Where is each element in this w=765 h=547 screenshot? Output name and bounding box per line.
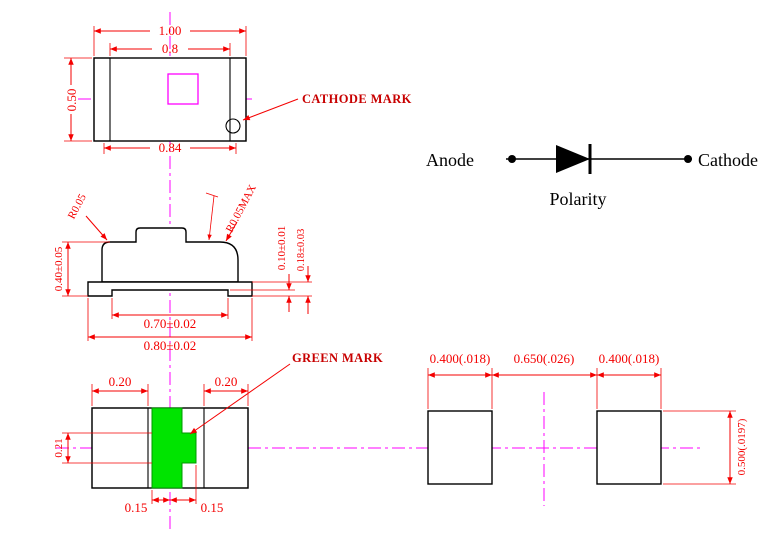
pad-layout: 0.400(.018) 0.650(.026) 0.400(.018) 0.50… [427, 351, 748, 485]
dim-label-side-total-width: 0.80±0.02 [144, 338, 197, 353]
dim-top-bottom-width: 0.84 [103, 140, 237, 155]
dim-side-height: 0.40±0.05 [53, 241, 110, 297]
dim-label-radius-right: R0.05MAX [224, 183, 259, 235]
dim-radius-left: R0.05 [66, 192, 108, 241]
green-mark-callout: GREEN MARK [189, 351, 383, 435]
step-height-mark [205, 192, 219, 241]
dim-label-standoff: 0.18±0.03 [296, 229, 307, 272]
polarity-diagram: Anode Cathode Polarity [426, 144, 758, 209]
dim-label-side-height: 0.40±0.05 [53, 246, 65, 291]
package-body-top [93, 57, 247, 142]
dim-label-pad-right: 0.20 [215, 374, 238, 389]
green-mark-shape [151, 407, 197, 489]
dim-label-top-bottom-width: 0.84 [159, 140, 182, 155]
top-view: 1.00 0.8 0.50 0.84 CATHODE MARK [64, 23, 412, 155]
cathode-mark-callout: CATHODE MARK [242, 92, 412, 121]
dim-side-inner-width: 0.70±0.02 [111, 298, 229, 331]
dim-side-total-width: 0.80±0.02 [87, 298, 253, 353]
dim-label-pad-left: 0.20 [109, 374, 132, 389]
dim-radius-right: R0.05MAX [224, 183, 259, 242]
dim-label-top-height: 0.50 [64, 89, 79, 112]
dim-label-mark-offset-right: 0.15 [201, 500, 224, 515]
dim-mark-height: 0.21 [53, 432, 152, 464]
polarity-title: Polarity [550, 189, 607, 209]
cathode-mark-label: CATHODE MARK [302, 92, 412, 106]
pad-rect-left [427, 410, 493, 485]
anode-label: Anode [426, 150, 474, 170]
left-terminal-hatch [93, 57, 111, 142]
cathode-label: Cathode [698, 150, 758, 170]
dim-label-top-total-width: 1.00 [159, 23, 182, 38]
dim-top-total-width: 1.00 [93, 23, 247, 56]
dim-bottom-pad-right: 0.20 [203, 374, 249, 406]
dim-lead-thickness: 0.10±0.01 [230, 226, 295, 312]
side-view: R0.05 R0.05MAX 0.40±0.05 0.10±0.01 0.18±… [53, 183, 312, 353]
dim-label-mark-height: 0.21 [53, 438, 65, 457]
dim-label-side-inner-width: 0.70±0.02 [144, 316, 197, 331]
cathode-terminal-dot [684, 155, 692, 163]
emitting-area-square [167, 73, 199, 105]
green-mark-label: GREEN MARK [292, 351, 383, 365]
right-pad-hatch [203, 407, 249, 489]
dim-standoff: 0.18±0.03 [252, 229, 312, 314]
pad-rect-right [596, 410, 662, 485]
dim-pad-height: 0.500(.0197) [663, 410, 748, 485]
dim-label-pad-width-left: 0.400(.018) [430, 351, 491, 366]
dim-mark-offsets: 0.15 0.15 [125, 465, 224, 515]
right-terminal-hatch [229, 57, 247, 142]
dim-top-height: 0.50 [64, 57, 92, 142]
diode-triangle [556, 145, 590, 173]
anode-terminal-dot [508, 155, 516, 163]
dim-label-top-inner-width: 0.8 [162, 41, 178, 56]
dim-label-pad-height: 0.500(.0197) [736, 418, 748, 475]
dim-label-pad-width-right: 0.400(.018) [599, 351, 660, 366]
dim-pad-widths: 0.400(.018) 0.650(.026) 0.400(.018) [427, 351, 662, 409]
side-base-leads [87, 281, 253, 297]
left-pad-hatch [91, 407, 149, 489]
dim-label-mark-offset-left: 0.15 [125, 500, 148, 515]
dim-bottom-pad-left: 0.20 [91, 374, 149, 406]
dim-label-lead-thickness: 0.10±0.01 [276, 226, 288, 271]
side-body-profile [101, 227, 239, 283]
dim-top-inner-width: 0.8 [109, 41, 231, 56]
dim-label-radius-left: R0.05 [66, 192, 89, 222]
cathode-mark-circle [225, 118, 241, 134]
dim-label-pad-gap: 0.650(.026) [514, 351, 575, 366]
bottom-view: 0.20 0.20 0.21 0.15 0.15 GREEN MARK [53, 351, 383, 515]
